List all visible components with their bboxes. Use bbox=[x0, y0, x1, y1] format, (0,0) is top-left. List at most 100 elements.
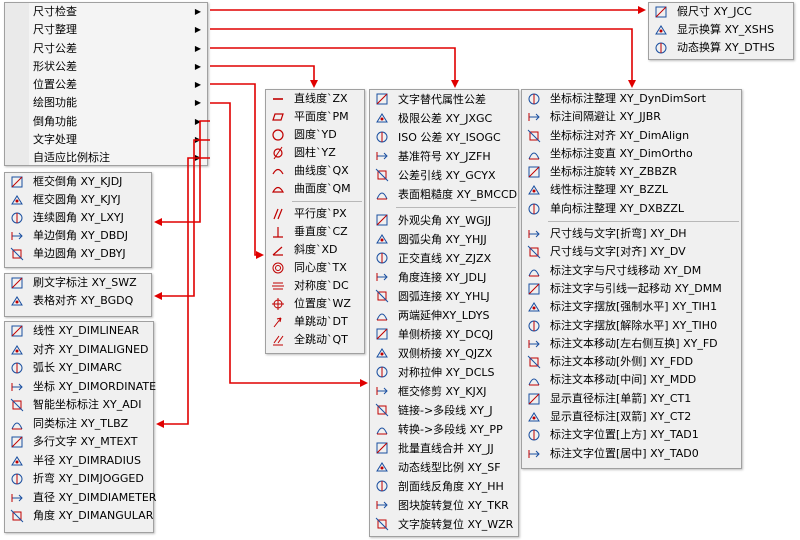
draw-item-5[interactable]: 表面粗糙度 XY_BMCCD bbox=[370, 185, 518, 204]
draw-item-6[interactable]: 外观尖角 XY_WGJJ bbox=[370, 211, 518, 230]
dim-std-item-0[interactable]: 线性 XY_DIMLINEAR bbox=[5, 322, 153, 341]
sort-item-18[interactable]: 标注文字位置[上方] XY_TAD1 bbox=[522, 426, 741, 444]
tolerance-symbol-item-9[interactable]: 同心度`TX bbox=[266, 259, 364, 277]
linetype-scale-icon bbox=[375, 460, 389, 474]
draw-item-7[interactable]: 圆弧尖角 XY_YHJJ bbox=[370, 230, 518, 249]
tolerance-symbol-item-7[interactable]: 垂直度`CZ bbox=[266, 223, 364, 241]
draw-item-11[interactable]: 两端延伸XY_LDYS bbox=[370, 306, 518, 325]
main-menu-item-4[interactable]: 位置公差▶ bbox=[5, 76, 207, 94]
draw-item-21[interactable]: 图块旋转复位 XY_TKR bbox=[370, 496, 518, 515]
draw-item-13[interactable]: 双侧桥接 XY_QJZX bbox=[370, 344, 518, 363]
sort-item-14[interactable]: 标注文本移动[外侧] XY_FDD bbox=[522, 353, 741, 371]
sort-item-16[interactable]: 显示直径标注[单箭] XY_CT1 bbox=[522, 390, 741, 408]
text-rotate-icon bbox=[375, 517, 389, 531]
dim-std-item-9[interactable]: 直径 XY_DIMDIAMETER bbox=[5, 489, 156, 508]
dim-std-item-3[interactable]: 坐标 XY_DIMORDINATE bbox=[5, 378, 156, 397]
box-trim-icon bbox=[375, 384, 389, 398]
dim-std-item-2[interactable]: 弧长 XY_DIMARC bbox=[5, 359, 153, 378]
main-menu-item-2[interactable]: 尺寸公差▶ bbox=[5, 40, 207, 58]
sort-item-19[interactable]: 标注文字位置[居中] XY_TAD0 bbox=[522, 445, 741, 463]
chamfer-item-2[interactable]: 连续圆角 XY_LXYJ bbox=[5, 209, 151, 227]
submenu-arrow-icon: ▶ bbox=[194, 153, 201, 163]
draw-item-10[interactable]: 圆弧连接 XY_YHLJ bbox=[370, 287, 518, 306]
draw-item-15[interactable]: 框交修剪 XY_KJXJ bbox=[370, 382, 518, 401]
draw-item-0[interactable]: 文字替代属性公差 bbox=[370, 90, 518, 109]
chamfer-item-3[interactable]: 单边倒角 XY_DBDJ bbox=[5, 227, 151, 245]
sort-item-7[interactable]: 尺寸线与文字[折弯] XY_DH bbox=[522, 225, 741, 243]
tolerance-symbol-item-4[interactable]: 曲线度`QX bbox=[266, 162, 364, 180]
tolerance-symbol-item-2[interactable]: 圆度`YD bbox=[266, 126, 364, 144]
sort-item-6[interactable]: 单向标注整理 XY_DXBZZL bbox=[522, 200, 741, 218]
dim-std-item-10[interactable]: 角度 XY_DIMANGULAR bbox=[5, 507, 153, 526]
submenu-arrow-icon: ▶ bbox=[194, 80, 201, 90]
tolerance-symbol-item-6[interactable]: 平行度`PX bbox=[266, 205, 364, 223]
tolerance-symbol-item-8[interactable]: 斜度`XD bbox=[266, 241, 364, 259]
sort-item-5[interactable]: 线性标注整理 XY_BZZL bbox=[522, 181, 741, 199]
tolerance-symbol-item-3[interactable]: 圆柱`YZ bbox=[266, 144, 364, 162]
main-menu-item-1[interactable]: 尺寸整理▶ bbox=[5, 21, 207, 39]
draw-item-2[interactable]: ISO 公差 XY_ISOGC bbox=[370, 128, 518, 147]
tolerance-symbol-item-0[interactable]: 直线度`ZX bbox=[266, 90, 364, 108]
draw-item-8[interactable]: 正交直线 XY_ZJZX bbox=[370, 249, 518, 268]
draw-item-9[interactable]: 角度连接 XY_JDLJ bbox=[370, 268, 518, 287]
menu-item-label: 绘图功能 bbox=[33, 96, 77, 110]
dim-std-item-1[interactable]: 对齐 XY_DIMALIGNED bbox=[5, 341, 153, 360]
dim-std-item-4[interactable]: 智能坐标标注 XY_ADI bbox=[5, 396, 153, 415]
sort-item-3[interactable]: 坐标标注变直 XY_DimOrtho bbox=[522, 145, 741, 163]
main-menu-item-0[interactable]: 尺寸检查▶ bbox=[5, 3, 207, 21]
dim-std-item-5[interactable]: 同类标注 XY_TLBZ bbox=[5, 415, 153, 434]
tolerance-symbol-item-5[interactable]: 曲面度`QM bbox=[266, 180, 364, 198]
chamfer-item-1[interactable]: 框交圆角 XY_KJYJ bbox=[5, 191, 151, 209]
angular-dim-icon bbox=[10, 509, 24, 523]
dim-std-item-6[interactable]: 多行文字 XY_MTEXT bbox=[5, 433, 153, 452]
draw-item-22[interactable]: 文字旋转复位 XY_WZR bbox=[370, 515, 518, 534]
sort-item-13[interactable]: 标注文本移动[左右侧互换] XY_FD bbox=[522, 335, 741, 353]
sort-item-0[interactable]: 坐标标注整理 XY_DynDimSort bbox=[522, 90, 741, 108]
draw-item-12[interactable]: 单侧桥接 XY_DCQJ bbox=[370, 325, 518, 344]
check-item-1[interactable]: 显示换算 XY_XSHS bbox=[649, 21, 793, 39]
tolerance-symbol-item-13[interactable]: 全跳动`QT bbox=[266, 331, 364, 349]
chamfer-item-4[interactable]: 单边圆角 XY_DBYJ bbox=[5, 245, 151, 263]
draw-item-3[interactable]: 基准符号 XY_JZFH bbox=[370, 147, 518, 166]
sort-item-2[interactable]: 坐标标注对齐 XY_DimAlign bbox=[522, 127, 741, 145]
sort-item-8[interactable]: 尺寸线与文字[对齐] XY_DV bbox=[522, 243, 741, 261]
tolerance-symbol-item-10[interactable]: 对称度`DC bbox=[266, 277, 364, 295]
menu-item-label: 框交圆角 XY_KJYJ bbox=[33, 193, 121, 206]
dim-std-item-8[interactable]: 折弯 XY_DIMJOGGED bbox=[5, 470, 153, 489]
main-menu-item-7[interactable]: 文字处理▶ bbox=[5, 131, 207, 149]
main-menu-item-8[interactable]: 自适应比例标注▶ bbox=[5, 149, 207, 167]
sort-item-4[interactable]: 坐标标注旋转 XY_ZBBZR bbox=[522, 163, 741, 181]
sort-item-17[interactable]: 显示直径标注[双箭] XY_CT2 bbox=[522, 408, 741, 426]
sort-item-1[interactable]: 标注间隔避让 XY_JJBR bbox=[522, 108, 741, 126]
main-menu-item-3[interactable]: 形状公差▶ bbox=[5, 58, 207, 76]
cylindricity-icon bbox=[271, 146, 285, 160]
dim-std-item-7[interactable]: 半径 XY_DIMRADIUS bbox=[5, 452, 153, 471]
draw-item-19[interactable]: 动态线型比例 XY_SF bbox=[370, 458, 518, 477]
tolerance-symbol-item-1[interactable]: 平面度`PM bbox=[266, 108, 364, 126]
tolerance-symbol-item-12[interactable]: 单跳动`DT bbox=[266, 313, 364, 331]
menu-item-label: 公差引线 XY_GCYX bbox=[398, 169, 496, 182]
sort-item-10[interactable]: 标注文字与引线一起移动 XY_DMM bbox=[522, 280, 741, 298]
sort-item-11[interactable]: 标注文字摆放[强制水平] XY_TIH1 bbox=[522, 298, 741, 316]
tolerance-symbol-item-11[interactable]: 位置度`WZ bbox=[266, 295, 364, 313]
main-menu-item-5[interactable]: 绘图功能▶ bbox=[5, 94, 207, 112]
straightness-icon bbox=[271, 92, 285, 106]
draw-item-14[interactable]: 对称拉伸 XY_DCLS bbox=[370, 363, 518, 382]
text-process-item-0[interactable]: 刷文字标注 XY_SWZ bbox=[5, 274, 151, 292]
sort-item-15[interactable]: 标注文本移动[中间] XY_MDD bbox=[522, 371, 741, 389]
check-item-2[interactable]: 动态换算 XY_DTHS bbox=[649, 39, 793, 57]
draw-item-20[interactable]: 剖面线反角度 XY_HH bbox=[370, 477, 518, 496]
draw-item-1[interactable]: 极限公差 XY_JXGC bbox=[370, 109, 518, 128]
draw-item-16[interactable]: 链接->多段线 XY_J bbox=[370, 401, 518, 420]
check-item-0[interactable]: 假尺寸 XY_JCC bbox=[649, 3, 793, 21]
draw-item-17[interactable]: 转换->多段线 XY_PP bbox=[370, 420, 518, 439]
main-menu-item-6[interactable]: 倒角功能▶ bbox=[5, 113, 207, 131]
draw-item-18[interactable]: 批量直线合并 XY_JJ bbox=[370, 439, 518, 458]
arc-dim-icon bbox=[10, 361, 24, 375]
text-process-item-1[interactable]: 表格对齐 XY_BGDQ bbox=[5, 292, 151, 310]
menu-item-label: 表面粗糙度 XY_BMCCD bbox=[398, 188, 518, 201]
sort-item-9[interactable]: 标注文字与尺寸线移动 XY_DM bbox=[522, 262, 741, 280]
chamfer-item-0[interactable]: 框交倒角 XY_KJDJ bbox=[5, 173, 151, 191]
draw-item-4[interactable]: 公差引线 XY_GCYX bbox=[370, 166, 518, 185]
sort-item-12[interactable]: 标注文字摆放[解除水平] XY_TIH0 bbox=[522, 317, 741, 335]
